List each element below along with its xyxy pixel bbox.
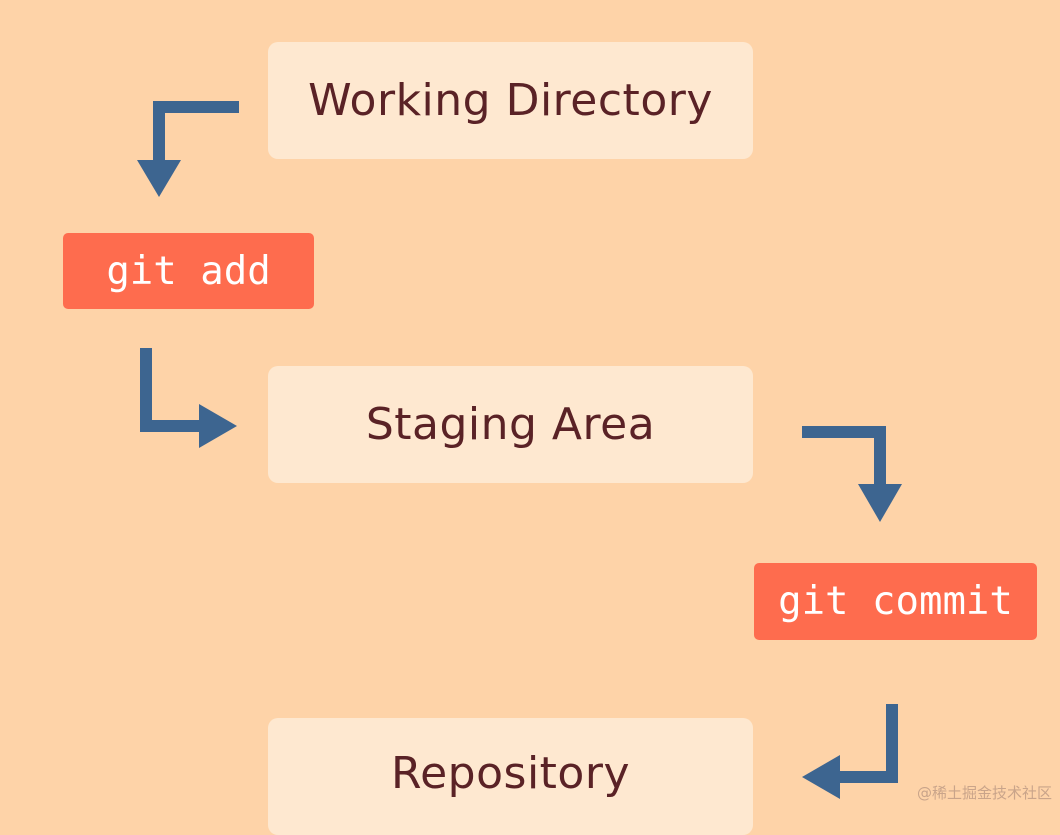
arrow-staging-to-commit [802, 426, 886, 486]
flow-arrows [137, 101, 902, 799]
git-commit-label: git commit [778, 579, 1013, 624]
repository-label: Repository [391, 748, 630, 799]
arrowhead-add-to-staging [199, 404, 237, 448]
git-commit-box: git commit [754, 563, 1037, 640]
watermark-text: @稀土掘金技术社区 [916, 784, 1052, 802]
arrowhead-working-to-add [137, 160, 181, 197]
staging-area-label: Staging Area [365, 399, 656, 450]
arrow-commit-to-repo [838, 704, 898, 783]
working-directory-box: Working Directory [268, 42, 753, 159]
git-add-box: git add [63, 233, 314, 309]
arrow-add-to-staging [140, 348, 200, 432]
arrow-working-to-add [153, 101, 239, 162]
staging-area-box: Staging Area [268, 366, 753, 483]
arrowhead-commit-to-repo [802, 755, 840, 799]
working-directory-label: Working Directory [308, 75, 713, 126]
arrowhead-staging-to-commit [858, 484, 902, 522]
git-add-label: git add [106, 248, 271, 294]
